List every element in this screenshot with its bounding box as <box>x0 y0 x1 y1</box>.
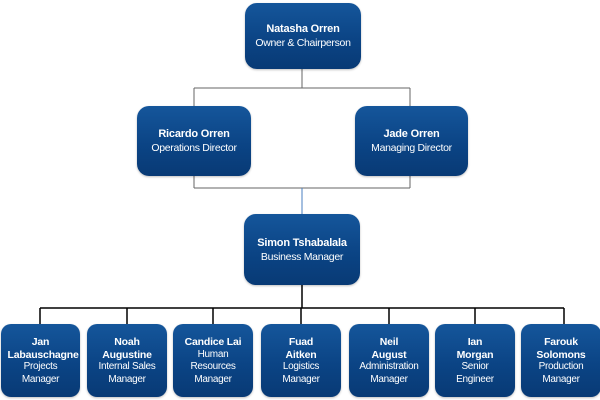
node-role: Managing Director <box>371 142 452 154</box>
node-jan-labauschagne: Jan Labauschagne Projects Manager <box>1 324 80 397</box>
node-name: Neil August <box>371 336 407 361</box>
node-name: Natasha Orren <box>266 23 340 35</box>
node-role: Operations Director <box>151 142 237 154</box>
node-name: Ricardo Orren <box>158 128 230 140</box>
node-ian-morgan: Ian Morgan Senior Engineer <box>435 324 515 397</box>
node-name: Farouk Solomons <box>536 336 586 361</box>
node-role: Production Manager <box>538 361 584 385</box>
node-role: Logistics Manager <box>282 361 320 385</box>
node-name: Jade Orren <box>383 128 440 140</box>
node-role: Internal Sales Manager <box>98 361 156 385</box>
node-candice-lai: Candice Lai Human Resources Manager <box>173 324 253 397</box>
node-natasha-orren: Natasha Orren Owner & Chairperson <box>245 3 361 69</box>
node-role: Owner & Chairperson <box>255 37 351 49</box>
node-role: Senior Engineer <box>456 361 494 385</box>
node-role: Administration Manager <box>359 361 419 385</box>
node-name: Ian Morgan <box>456 336 494 361</box>
node-name: Simon Tshabalala <box>257 236 347 249</box>
node-name: Noah Augustine <box>102 336 152 361</box>
node-role: Business Manager <box>260 250 344 263</box>
node-farouk-solomons: Farouk Solomons Production Manager <box>521 324 600 397</box>
node-name: Jan Labauschagne <box>7 336 79 361</box>
node-fuad-aitken: Fuad Aitken Logistics Manager <box>261 324 341 397</box>
node-jade-orren: Jade Orren Managing Director <box>355 106 468 176</box>
node-noah-augustine: Noah Augustine Internal Sales Manager <box>87 324 167 397</box>
node-neil-august: Neil August Administration Manager <box>349 324 429 397</box>
node-role: Projects Manager <box>21 361 60 385</box>
node-name: Candice Lai <box>184 336 242 348</box>
node-ricardo-orren: Ricardo Orren Operations Director <box>137 106 251 176</box>
node-name: Fuad Aitken <box>285 336 317 361</box>
node-simon-tshabalala: Simon Tshabalala Business Manager <box>244 214 360 285</box>
node-role: Human Resources Manager <box>190 348 236 385</box>
